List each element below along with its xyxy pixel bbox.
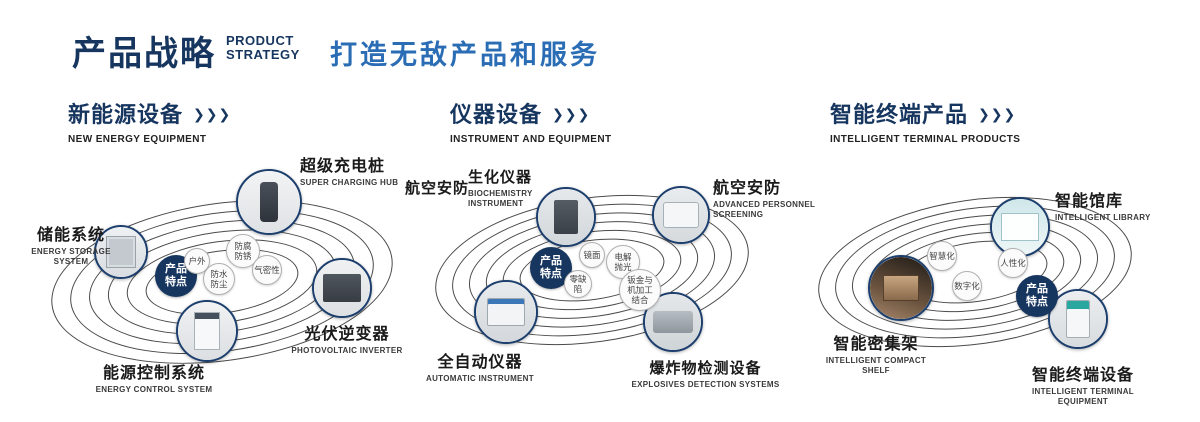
section-title: 智能终端产品 — [830, 102, 969, 127]
feature-bubble-airtight: 气密性 — [252, 255, 282, 285]
triple-chevron-icon: ❯❯❯ — [978, 105, 1017, 122]
product-label-energy-control: 能源控制系统 ENERGY CONTROL SYSTEM — [95, 365, 213, 394]
product-image-energy-storage — [94, 225, 148, 279]
automatic-instrument-photo — [476, 282, 536, 342]
section-header-intelligent-terminal: 智能终端产品 ❯❯❯ INTELLIGENT TERMINAL PRODUCTS — [830, 97, 1020, 145]
product-label-energy-storage: 储能系统 ENERGY STORAGE SYSTEM — [31, 227, 111, 267]
feature-bubble-intelligent: 智慧化 — [927, 241, 957, 271]
product-image-intelligent-library — [990, 197, 1050, 257]
intelligent-library-photo — [992, 199, 1048, 255]
page-title-en-line1: PRODUCT — [226, 33, 294, 48]
product-image-super-charging-hub — [236, 169, 302, 235]
product-image-biochemistry — [536, 187, 596, 247]
biochemistry-photo — [538, 189, 594, 245]
product-image-automatic-instrument — [474, 280, 538, 344]
product-image-compact-shelf — [868, 255, 934, 321]
product-label-terminal-equipment: 智能终端设备 INTELLIGENT TERMINAL EQUIPMENT — [1031, 367, 1134, 407]
product-label-super-charging-hub: 超级充电桩 SUPER CHARGING HUB — [300, 158, 399, 187]
product-label-compact-shelf: 智能密集架 INTELLIGENT COMPACT SHELF — [825, 336, 927, 376]
page-title: 产品战略 — [72, 35, 216, 73]
section-title-row: 新能源设备 ❯❯❯ — [68, 97, 231, 129]
feature-bubble-mirror: 镜面 — [579, 242, 605, 268]
page-title-en: PRODUCT STRATEGY — [226, 33, 300, 63]
product-label-biochemistry: 生化仪器 BIOCHEMISTRY INSTRUMENT — [468, 169, 533, 209]
product-features-badge: 产品特点 — [155, 255, 197, 297]
product-label-intelligent-library: 智能馆库 INTELLIGENT LIBRARY — [1055, 193, 1151, 222]
product-label-automatic-instrument: 全自动仪器 AUTOMATIC INSTRUMENT — [426, 354, 534, 383]
section-title: 仪器设备 — [450, 102, 543, 127]
energy-control-photo — [178, 302, 236, 360]
feature-bubble-zero-defect: 零缺陷 — [564, 270, 592, 298]
tagline: 打造无敌产品和服务 — [330, 40, 600, 70]
feature-bubble-humanized: 人性化 — [998, 248, 1028, 278]
pv-inverter-photo — [314, 260, 370, 316]
section-title: 新能源设备 — [68, 102, 184, 127]
feature-bubble-electropolish: 电解抛光 — [606, 245, 640, 279]
product-features-label: 产品特点 — [1026, 282, 1048, 308]
section-header-new-energy: 新能源设备 ❯❯❯ NEW ENERGY EQUIPMENT — [68, 97, 231, 145]
product-image-personnel-screening — [652, 186, 710, 244]
product-label-pv-inverter: 光伏逆变器 PHOTOVOLTAIC INVERTER — [291, 326, 403, 355]
product-image-explosives-detection — [643, 292, 703, 352]
section-subtitle: NEW ENERGY EQUIPMENT — [68, 134, 207, 145]
product-image-terminal-equipment — [1048, 289, 1108, 349]
product-features-label: 产品特点 — [540, 254, 562, 280]
charging-hub-photo — [238, 171, 300, 233]
section-title-row: 智能终端产品 ❯❯❯ — [830, 97, 1020, 129]
product-label-explosives-detection: 爆炸物检测设备 EXPLOSIVES DETECTION SYSTEMS — [631, 360, 780, 389]
feature-bubble-sheetmetal-machining: 钣金与机加工结合 — [619, 269, 661, 311]
section-subtitle: INSTRUMENT AND EQUIPMENT — [450, 134, 612, 145]
product-image-pv-inverter — [312, 258, 372, 318]
energy-storage-photo — [96, 227, 146, 277]
section-header-instrument: 仪器设备 ❯❯❯ INSTRUMENT AND EQUIPMENT — [450, 97, 611, 145]
triple-chevron-icon: ❯❯❯ — [193, 105, 232, 122]
product-features-badge: 产品特点 — [1016, 275, 1058, 317]
product-features-label: 产品特点 — [165, 262, 187, 288]
compact-shelf-photo — [870, 257, 932, 319]
category-label-aviation-security: 航空安防 — [405, 180, 470, 197]
section-subtitle: INTELLIGENT TERMINAL PRODUCTS — [830, 134, 1021, 145]
product-label-personnel-screening: 航空安防 ADVANCED PERSONNEL SCREENING — [713, 180, 816, 220]
terminal-equipment-photo — [1050, 291, 1106, 347]
product-image-energy-control — [176, 300, 238, 362]
personnel-screening-photo — [654, 188, 708, 242]
feature-bubble-digital: 数字化 — [952, 271, 982, 301]
triple-chevron-icon: ❯❯❯ — [552, 105, 591, 122]
feature-bubble-waterproof: 防水防尘 — [203, 263, 235, 295]
section-title-row: 仪器设备 ❯❯❯ — [450, 97, 611, 129]
page-title-en-line2: STRATEGY — [226, 47, 300, 63]
